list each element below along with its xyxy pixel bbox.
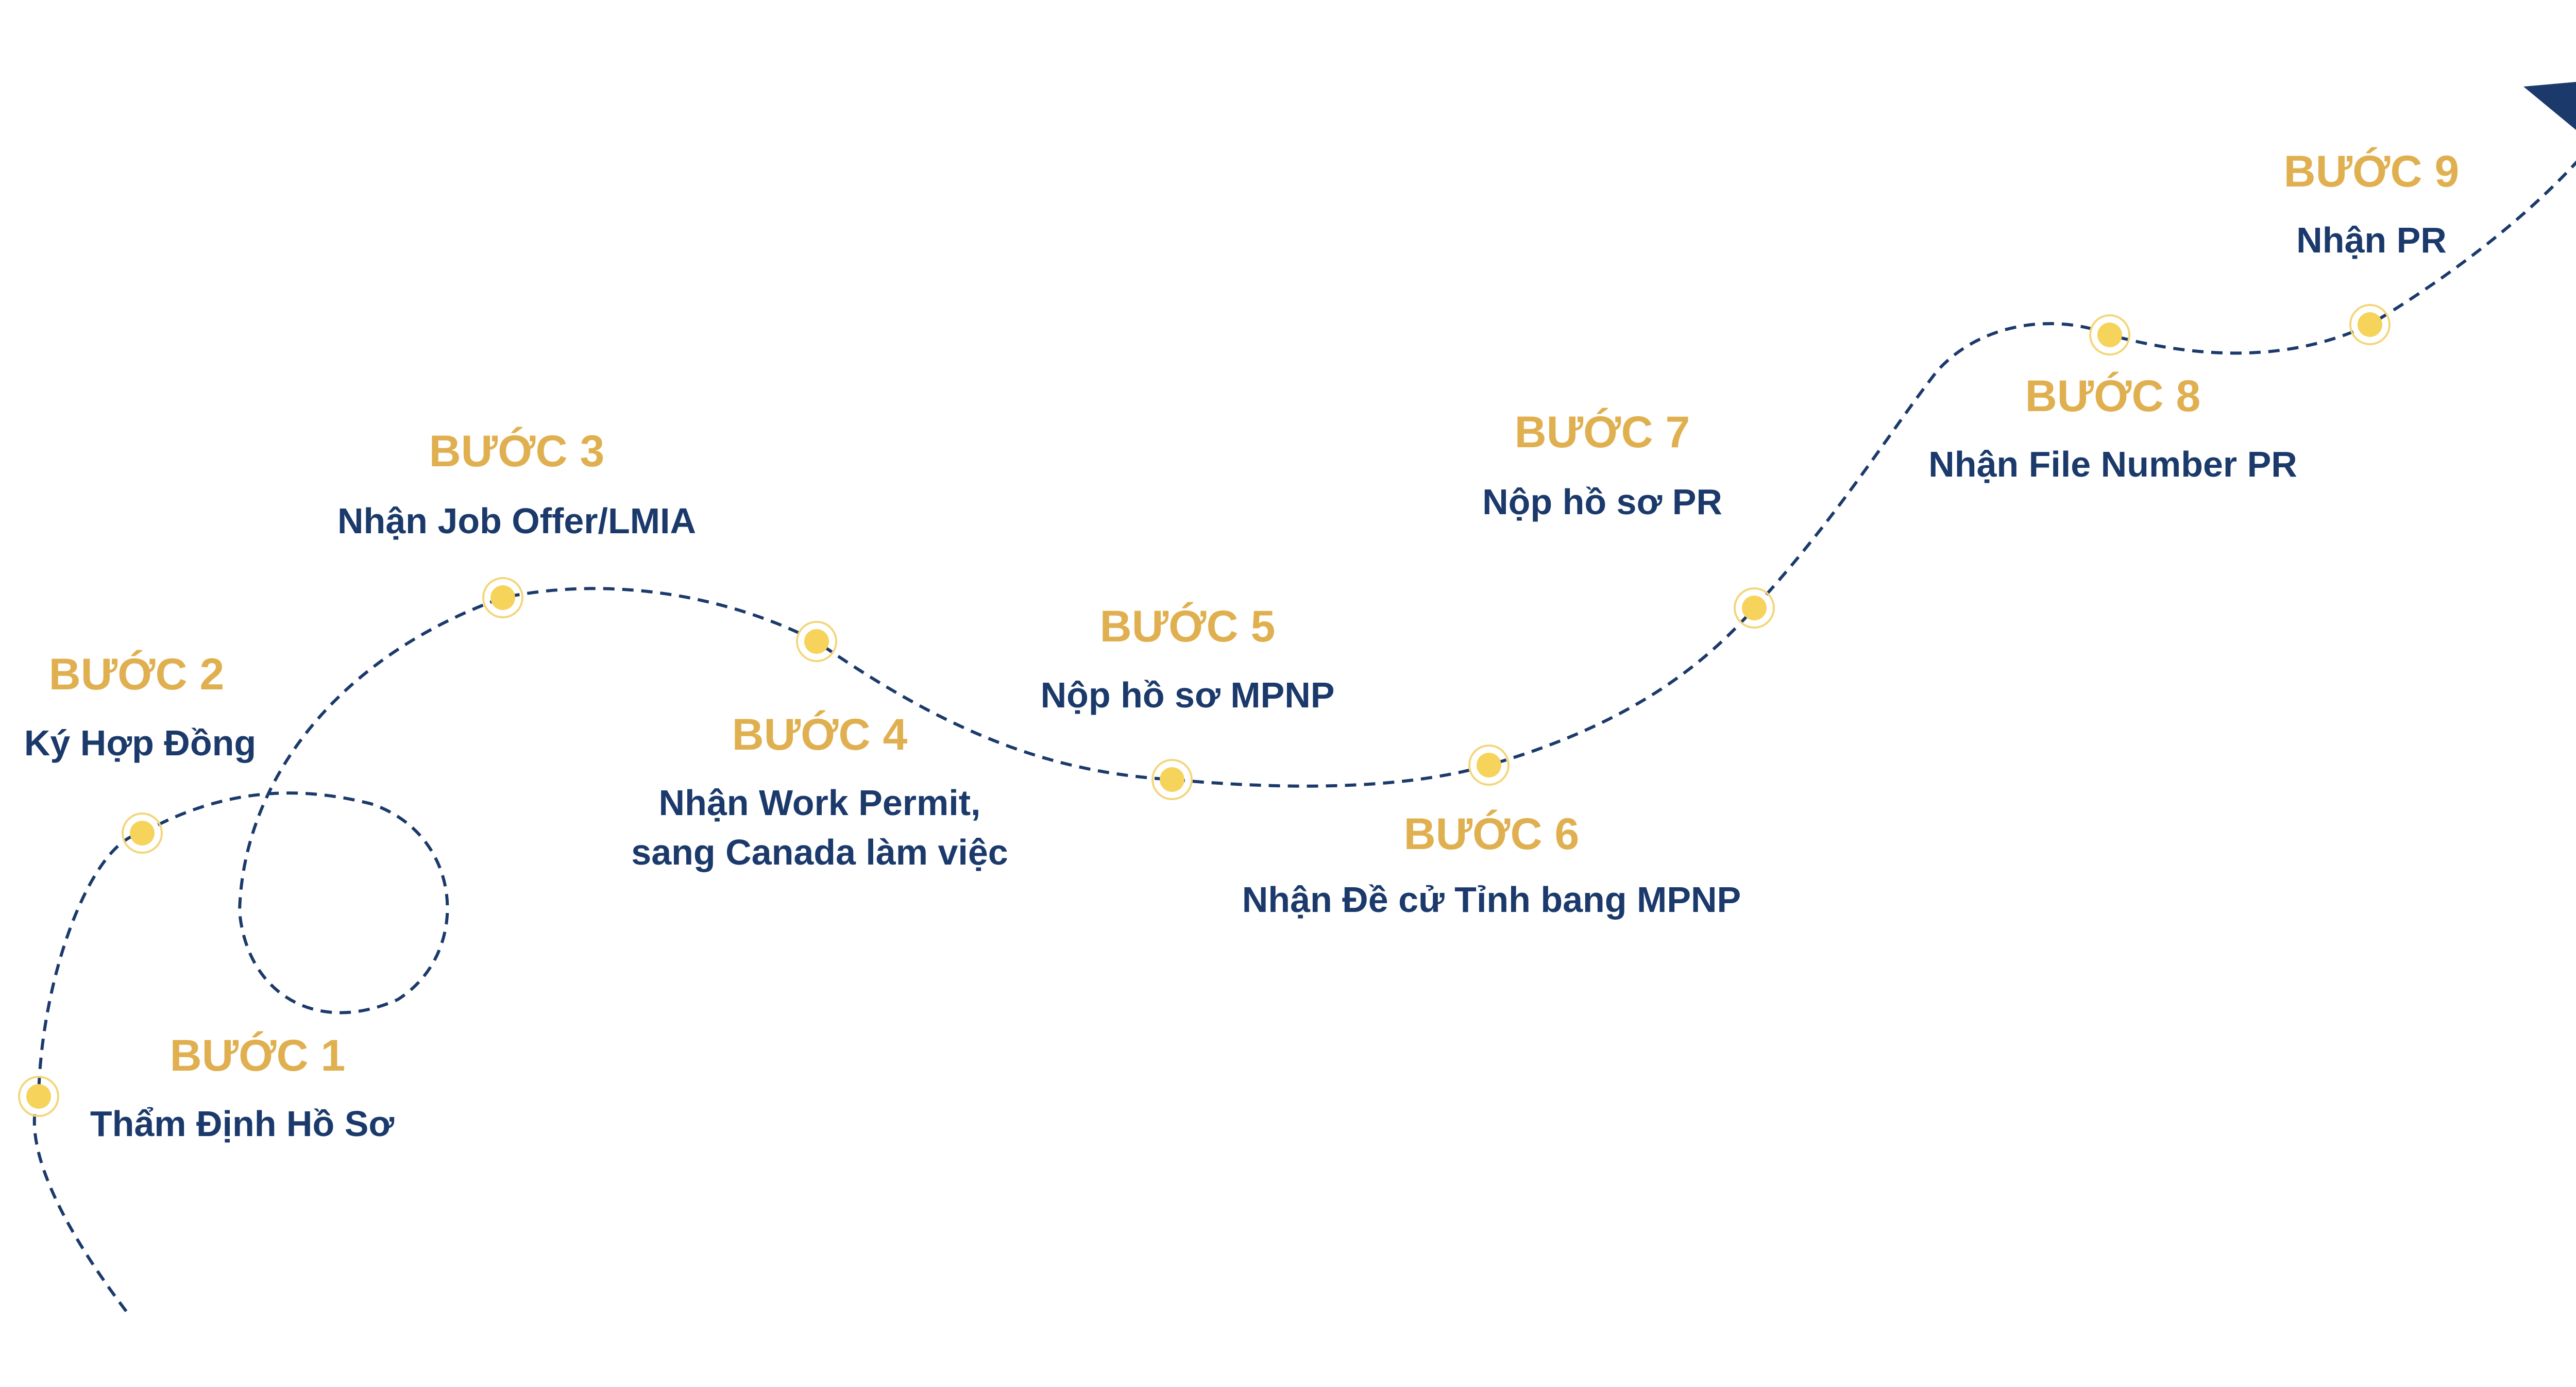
- step-3-label: BƯỚC 3 Nhận Job Offer/LMIA: [337, 427, 696, 541]
- step-title: BƯỚC 6: [1404, 809, 1580, 859]
- step-4-label: BƯỚC 4 Nhận Work Permit, sang Canada làm…: [631, 710, 1008, 872]
- step-description: Nhận Work Permit,: [659, 783, 981, 823]
- marker-ring: [2349, 304, 2391, 345]
- marker-ring: [1151, 759, 1193, 800]
- step-title: BƯỚC 9: [2284, 147, 2460, 196]
- step-description: Nhận PR: [2296, 220, 2447, 260]
- step-7-label: BƯỚC 7 Nộp hồ sơ PR: [1482, 408, 1722, 522]
- step-marker-3: [482, 577, 523, 618]
- step-title: BƯỚC 2: [49, 650, 225, 699]
- marker-dot: [804, 629, 829, 654]
- marker-ring: [796, 621, 837, 662]
- step-8-label: BƯỚC 8 Nhận File Number PR: [1928, 371, 2297, 484]
- step-5-label: BƯỚC 5 Nộp hồ sơ MPNP: [1041, 602, 1335, 715]
- step-description: Nộp hồ sơ MPNP: [1041, 675, 1335, 715]
- step-description: Nhận Đề cử Tỉnh bang MPNP: [1242, 879, 1741, 920]
- marker-ring: [2089, 314, 2130, 356]
- marker-dot: [2358, 312, 2382, 337]
- step-2-label: BƯỚC 2 Ký Hợp Đồng: [24, 650, 256, 763]
- arrow-head-icon: [2523, 82, 2576, 130]
- step-title: BƯỚC 7: [1515, 408, 1690, 457]
- marker-dot: [490, 585, 515, 610]
- step-description: Nộp hồ sơ PR: [1482, 482, 1722, 522]
- step-description: Thẩm Định Hồ Sơ: [90, 1104, 395, 1144]
- step-title: BƯỚC 8: [2025, 371, 2201, 421]
- marker-dot: [1477, 753, 1501, 777]
- step-title: BƯỚC 4: [732, 710, 908, 759]
- step-6-label: BƯỚC 6 Nhận Đề cử Tỉnh bang MPNP: [1242, 809, 1741, 920]
- step-title: BƯỚC 5: [1100, 602, 1276, 651]
- marker-dot: [1160, 767, 1184, 792]
- step-description: sang Canada làm việc: [631, 832, 1008, 872]
- step-marker-6: [1468, 745, 1510, 786]
- marker-dot: [26, 1084, 51, 1109]
- marker-ring: [122, 813, 163, 854]
- marker-ring: [1468, 745, 1510, 786]
- step-marker-5: [1151, 759, 1193, 800]
- step-1-label: BƯỚC 1 Thẩm Định Hồ Sơ: [90, 1031, 395, 1144]
- step-description: Nhận File Number PR: [1928, 444, 2297, 484]
- marker-ring: [18, 1076, 59, 1117]
- marker-ring: [482, 577, 523, 618]
- step-description: Nhận Job Offer/LMIA: [337, 501, 696, 541]
- marker-dot: [1742, 596, 1767, 620]
- marker-ring: [1734, 587, 1775, 629]
- step-marker-9: [2349, 304, 2391, 345]
- marker-dot: [2097, 323, 2122, 347]
- step-marker-2: [122, 813, 163, 854]
- roadmap-route-path: [32, 160, 2576, 1312]
- step-marker-1: [18, 1076, 59, 1117]
- step-marker-4: [796, 621, 837, 662]
- step-marker-8: [2089, 314, 2130, 356]
- marker-dot: [130, 821, 155, 845]
- step-title: BƯỚC 3: [429, 427, 605, 476]
- step-description: Ký Hợp Đồng: [24, 723, 256, 763]
- step-9-label: BƯỚC 9 Nhận PR: [2284, 147, 2460, 260]
- step-title: BƯỚC 1: [170, 1031, 346, 1080]
- step-marker-7: [1734, 587, 1775, 629]
